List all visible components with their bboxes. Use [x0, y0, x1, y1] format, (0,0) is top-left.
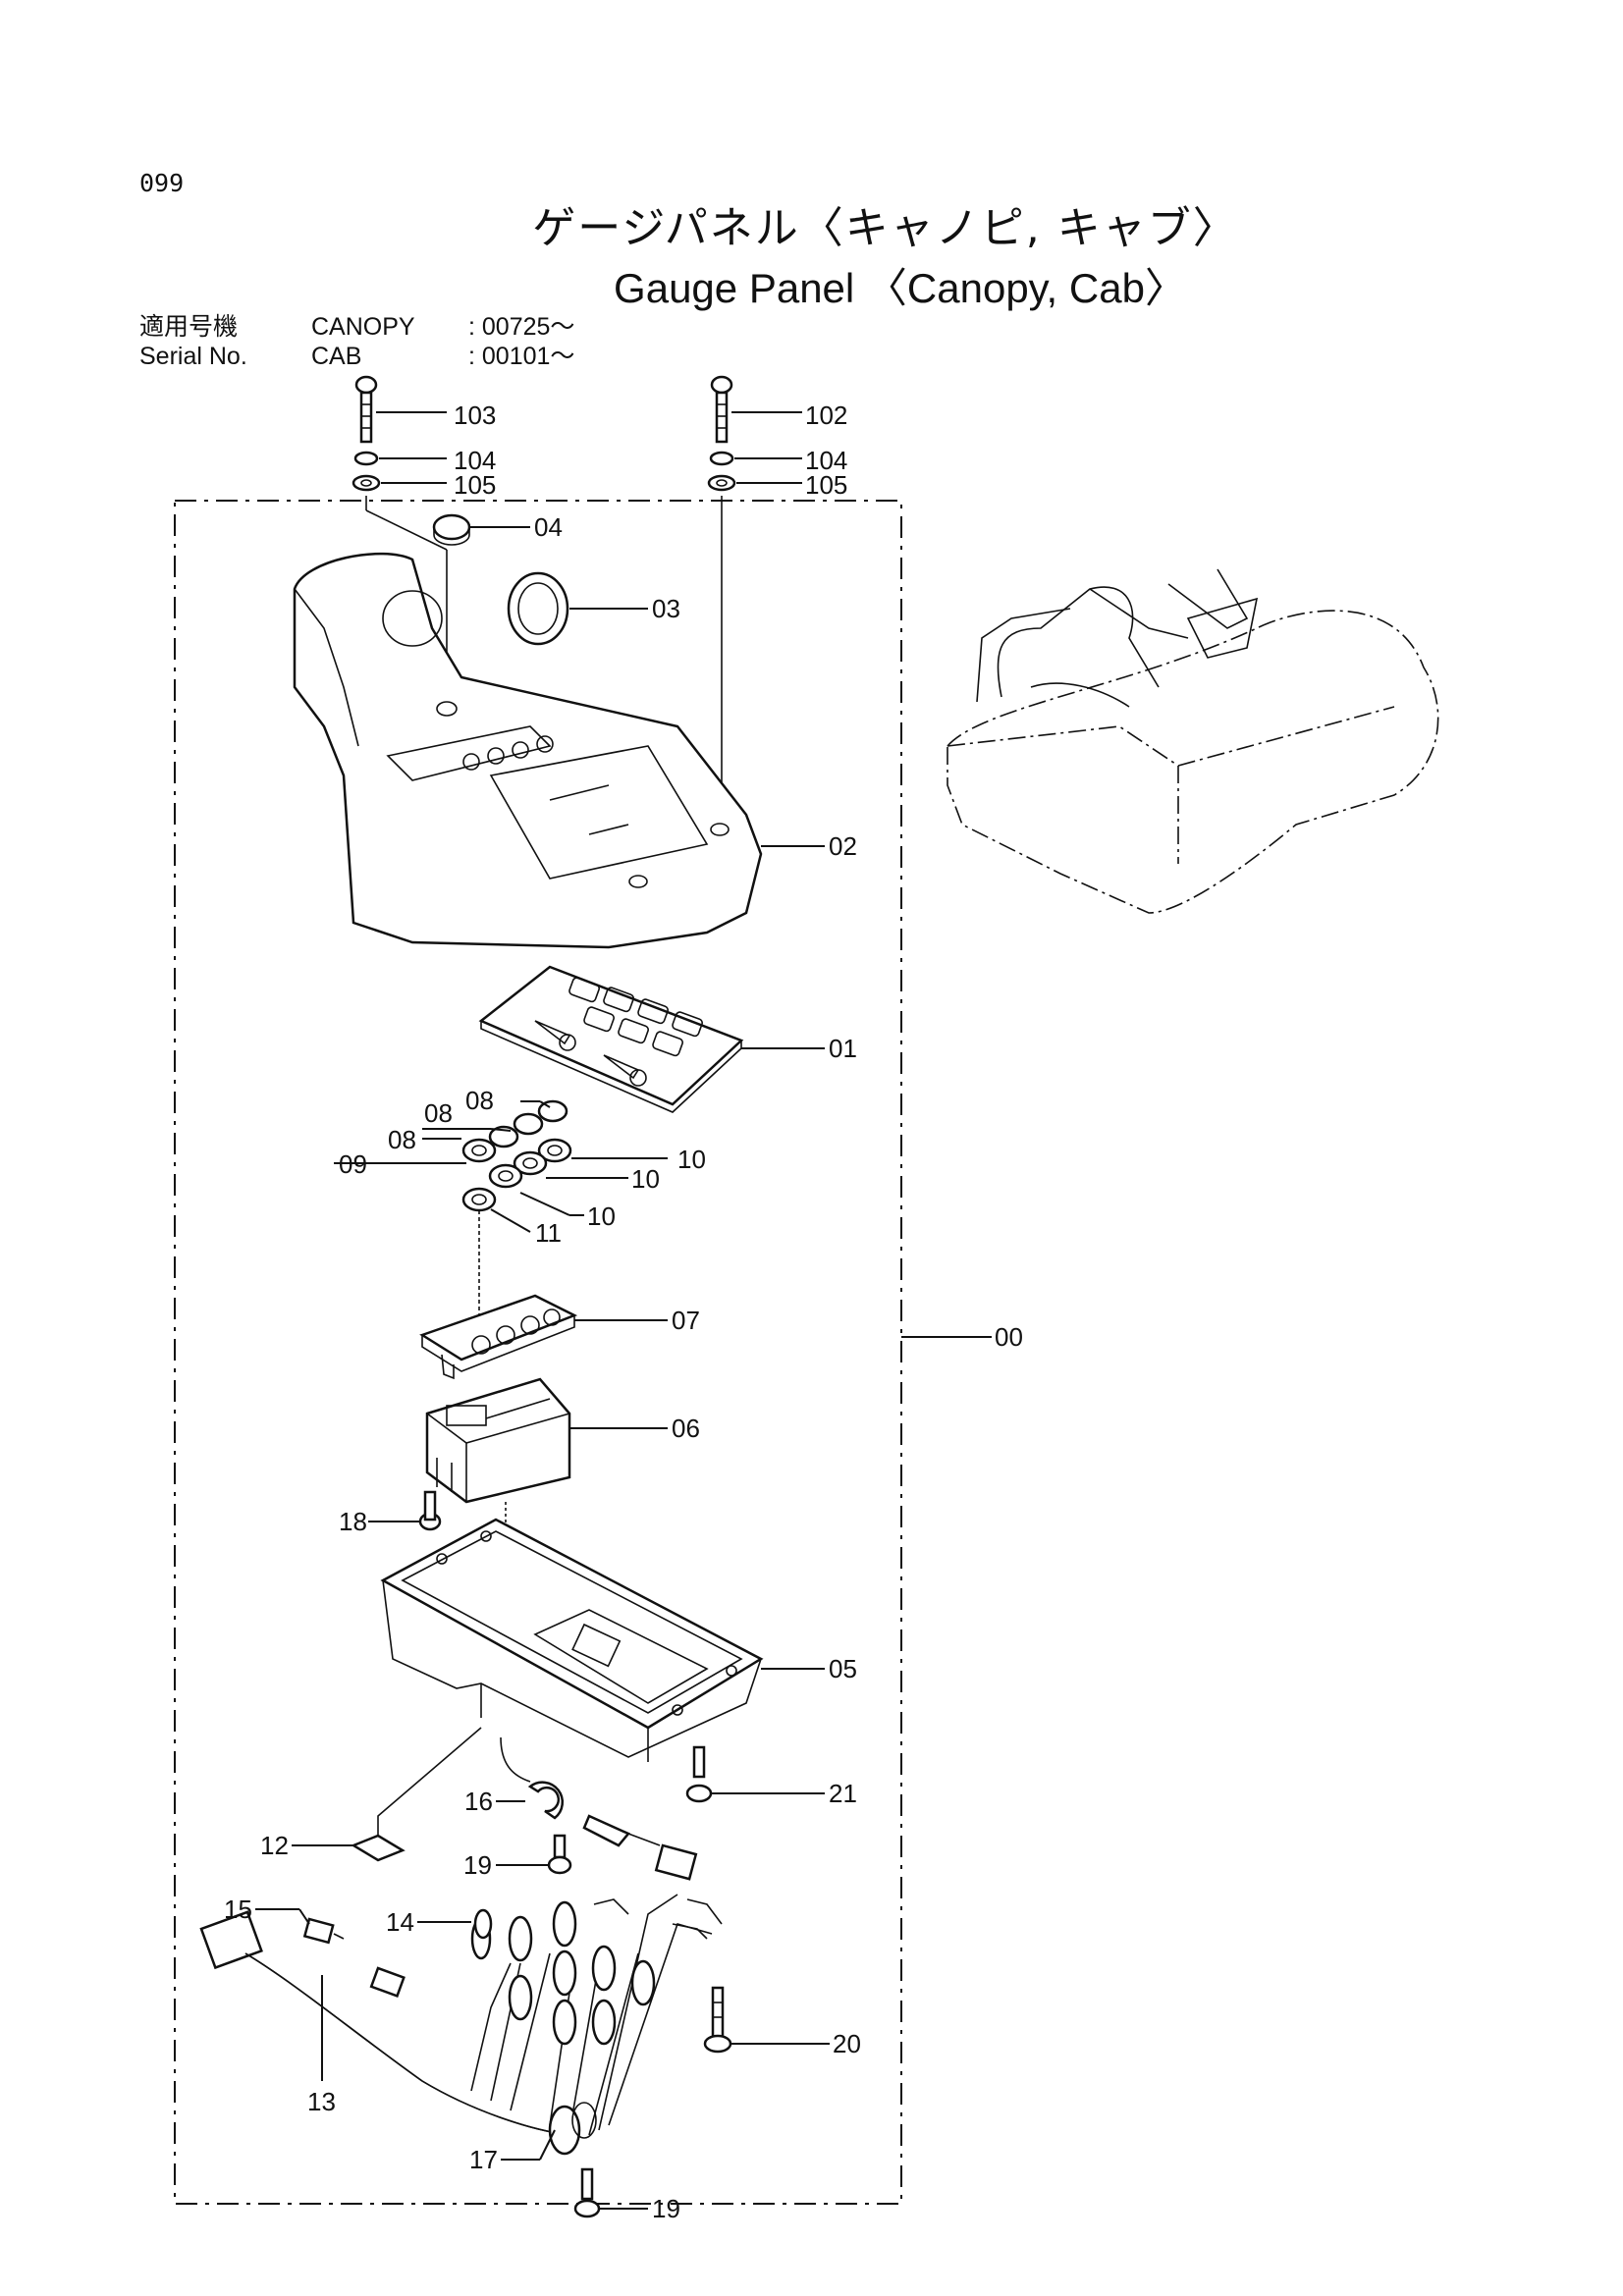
callout-03: 03: [652, 594, 680, 623]
callout-08-upper: 08: [465, 1086, 494, 1115]
bolt-103: [354, 375, 378, 444]
serial-number-block: 適用号機 CANOPY : 00725～ Serial No. CAB : 00…: [139, 312, 574, 371]
serial-cab-value: : 00101～: [468, 343, 575, 370]
callout-19-upper: 19: [463, 1850, 492, 1880]
callout-04: 04: [534, 512, 563, 542]
callout-02: 02: [829, 831, 857, 861]
callout-20: 20: [833, 2029, 861, 2058]
panel-plate-01: [478, 965, 744, 1113]
screw-21: [685, 1745, 713, 1803]
serial-cab-key: CAB: [311, 343, 362, 370]
grommet-03: [507, 571, 569, 646]
cap-04: [432, 513, 471, 546]
callout-05: 05: [829, 1654, 857, 1683]
serial-canopy-key: CANOPY: [311, 313, 415, 341]
callout-17: 17: [469, 2145, 498, 2174]
callout-11: 11: [535, 1218, 562, 1248]
clamp-12: [351, 1727, 482, 1862]
callout-102: 102: [805, 400, 847, 430]
callout-06: 06: [672, 1414, 700, 1443]
callout-105-right: 105: [805, 470, 847, 500]
serial-label-jp: 適用号機: [139, 313, 239, 341]
screw-18: [418, 1490, 442, 1531]
callout-08-middle: 08: [424, 1098, 453, 1128]
callout-00: 00: [995, 1322, 1023, 1352]
lamp-holder-07: [419, 1294, 578, 1380]
clamp-16: [500, 1736, 565, 1820]
gauge-unit-06: [425, 1377, 571, 1504]
callout-18: 18: [339, 1507, 367, 1536]
callout-104-left: 104: [454, 446, 496, 475]
callout-10-upper: 10: [677, 1145, 706, 1174]
screw-19-lower: [573, 2167, 601, 2218]
callout-104-right: 104: [805, 446, 847, 475]
callout-07: 07: [672, 1306, 700, 1335]
callout-08-lower: 08: [388, 1125, 416, 1154]
connector-15: [302, 1917, 406, 1998]
callout-103: 103: [454, 400, 496, 430]
serial-label-en: Serial No.: [139, 343, 247, 370]
screw-20: [703, 1986, 732, 2054]
meter-case-05: [380, 1518, 764, 1762]
callout-01: 01: [829, 1034, 857, 1063]
page-number: 099: [139, 169, 185, 197]
sensor-connector: [582, 1814, 698, 1881]
assembly-boundary: [174, 500, 902, 2205]
page-title-japanese: ゲージパネル〈キャノピ, キャブ〉: [532, 203, 1238, 253]
callout-13: 13: [307, 2087, 336, 2116]
bulb-14: [473, 1908, 493, 1940]
serial-canopy-value: : 00725～: [468, 313, 575, 341]
callout-10-middle: 10: [631, 1164, 660, 1194]
callout-15: 15: [224, 1895, 252, 1924]
callout-14: 14: [386, 1907, 414, 1937]
callout-21: 21: [829, 1779, 857, 1808]
bolt-102: [710, 375, 733, 444]
lens-caps-08-11: [461, 1099, 572, 1212]
callout-10-lower: 10: [587, 1201, 616, 1231]
page-title-english: Gauge Panel 〈Canopy, Cab〉: [614, 265, 1186, 311]
callout-09: 09: [339, 1149, 367, 1179]
wire-harness-13: [199, 1894, 723, 2156]
gauge-cover-02: [293, 552, 763, 949]
callout-16: 16: [464, 1787, 493, 1816]
screw-19-upper: [547, 1834, 572, 1875]
machine-location-sketch: [947, 568, 1439, 914]
callout-105-left: 105: [454, 470, 496, 500]
callout-12: 12: [260, 1831, 289, 1860]
spring-washers: [352, 451, 736, 492]
callout-19-lower: 19: [652, 2194, 680, 2223]
